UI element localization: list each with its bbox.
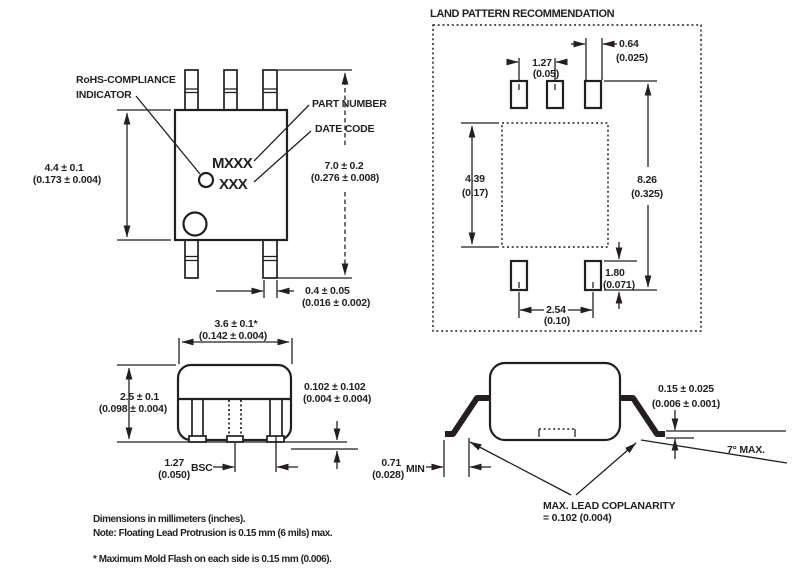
dim-body-height: 4.4 ± 0.1 (0.173 ± 0.004) xyxy=(33,109,171,241)
coplanarity-value: = 0.102 (0.004) xyxy=(543,512,612,524)
note-mold-flash: * Maximum Mold Flash on each side is 0.1… xyxy=(93,554,332,565)
package-top-view: MXXX XXX RoHS-COMPLIANCE INDICATOR PART … xyxy=(33,69,387,309)
dim-courtyard-height: 4.39 (0.17) xyxy=(461,122,499,248)
pad-top-3 xyxy=(583,79,603,110)
leader-line-part-number xyxy=(253,104,310,162)
dim-text-in: (0.006 ± 0.001) xyxy=(652,398,720,410)
dim-text-mm: 1.80 xyxy=(605,267,625,279)
dim-text-mm: 3.6 ± 0.1* xyxy=(215,318,259,330)
dim-pad-pitch: 1.27 (0.05) xyxy=(506,57,568,80)
dim-text-in: (0.004 ± 0.004) xyxy=(303,393,371,405)
dim-text-mm: 1.27 xyxy=(532,57,552,69)
dim-text-in: (0.325) xyxy=(631,188,663,200)
pin-bottom-2 xyxy=(262,237,278,279)
pin-shoulder-marks-bottom xyxy=(185,255,277,262)
dim-text-mm: 0.4 ± 0.05 xyxy=(305,285,350,297)
dim-text-in: (0.098 ± 0.004) xyxy=(99,403,167,415)
dim-text-in: (0.173 ± 0.004) xyxy=(33,174,101,186)
pin1-indicator-dot xyxy=(182,211,208,237)
pin-top-2 xyxy=(223,69,238,113)
dim-text-angle: 7° MAX. xyxy=(727,444,765,456)
dim-pad-height: 1.80 (0.071) xyxy=(603,242,637,309)
package-body-side xyxy=(488,361,622,442)
dim-text-mm: 0.15 ± 0.025 xyxy=(658,383,714,395)
dim-text-mm: 8.26 xyxy=(637,174,657,186)
package-outline-dashed xyxy=(501,122,609,248)
pad-top-2 xyxy=(545,79,565,110)
dim-text-mm: 0.102 ± 0.102 xyxy=(304,381,366,393)
dim-text-mm: 0.71 xyxy=(381,457,401,469)
dim-lead-thickness: 0.15 ± 0.025 (0.006 ± 0.001) xyxy=(652,383,786,459)
dim-text-mm: 2.54 xyxy=(546,304,566,316)
pad-bottom-1 xyxy=(509,259,529,292)
pad-bottom-2 xyxy=(583,259,603,292)
coplanarity-label: MAX. LEAD COPLANARITY xyxy=(543,500,675,512)
package-end-view: 3.6 ± 0.1* (0.142 ± 0.004) 2.5 ± 0.1 (0.… xyxy=(99,318,372,481)
dim-text-in: (0.142 ± 0.004) xyxy=(199,330,267,342)
dim-text-in: (0.05) xyxy=(533,68,559,80)
land-pattern-view: LAND PATTERN RECOMMENDATION 1.27 (0.05) xyxy=(430,8,702,332)
pin-top-1 xyxy=(184,69,199,113)
leader-line-date-code xyxy=(253,130,312,183)
dim-foot-length: 0.71 (0.028) MIN xyxy=(372,438,491,481)
dim-text-mm: 2.5 ± 0.1 xyxy=(120,391,159,403)
lead-foot-1 xyxy=(188,435,207,443)
dim-text-mm: 4.39 xyxy=(465,173,485,185)
gullwing-lead-right xyxy=(618,395,665,437)
leader-line xyxy=(575,442,637,496)
lead-foot-2 xyxy=(226,435,244,443)
dim-text-in: (0.025) xyxy=(616,52,648,64)
dim-text-in: (0.016 ± 0.002) xyxy=(302,297,370,309)
mold-mark-dashed xyxy=(538,428,576,437)
part-number-marking: MXXX xyxy=(212,155,253,172)
pin-top-3 xyxy=(262,69,278,113)
part-number-label: PART NUMBER xyxy=(312,98,387,110)
pad-top-1 xyxy=(509,79,529,110)
dim-text-in: (0.050) xyxy=(158,469,190,481)
coplanarity-callout: MAX. LEAD COPLANARITY = 0.102 (0.004) xyxy=(469,441,676,524)
dim-standoff: 0.102 ± 0.102 (0.004 ± 0.004) xyxy=(291,381,371,469)
leader-line-rohs xyxy=(135,95,201,175)
dim-foot-angle: 7° MAX. xyxy=(640,439,788,464)
land-pattern-title: LAND PATTERN RECOMMENDATION xyxy=(430,8,615,20)
rohs-compliance-label: RoHS-COMPLIANCE xyxy=(76,74,176,86)
dim-text-suffix: BSC xyxy=(191,462,213,474)
dim-pad-span: 2.54 (0.10) xyxy=(518,292,594,327)
dim-overall-height: 7.0 ± 0.2 (0.276 ± 0.008) xyxy=(277,69,379,279)
dim-pad-width: 0.64 (0.025) xyxy=(571,38,648,80)
rohs-indicator-dot xyxy=(197,171,215,189)
dim-text-in: (0.276 ± 0.008) xyxy=(311,172,379,184)
angle-line xyxy=(640,439,788,464)
note-lead-protrusion: Note: Floating Lead Protrusion is 0.15 m… xyxy=(93,528,333,539)
dim-text-in: (0.17) xyxy=(462,187,488,199)
dim-text-mm: 7.0 ± 0.2 xyxy=(325,160,364,172)
package-side-view: 0.15 ± 0.025 (0.006 ± 0.001) 7° MAX. 0.7… xyxy=(372,361,788,524)
dim-lead-width: 0.4 ± 0.05 (0.016 ± 0.002) xyxy=(216,280,370,309)
pin-bottom-1 xyxy=(184,237,199,279)
dim-text-mm: 1.27 xyxy=(164,457,184,469)
dim-text-in: (0.10) xyxy=(544,315,570,327)
gullwing-lead-left xyxy=(445,395,492,437)
dim-body-width: 3.6 ± 0.1* (0.142 ± 0.004) xyxy=(178,318,293,364)
drawing-notes: Dimensions in millimeters (inches). Note… xyxy=(93,514,333,565)
package-body-end xyxy=(176,363,293,442)
end-view-leads xyxy=(191,399,283,438)
dim-text-in: (0.071) xyxy=(603,279,635,291)
dim-text-suffix: MIN xyxy=(406,463,425,475)
dim-lead-pitch: 1.27 (0.050) BSC xyxy=(158,436,298,481)
rohs-indicator-label: INDICATOR xyxy=(76,89,132,101)
pad-center-ticks xyxy=(518,84,594,288)
dim-text-mm: 0.64 xyxy=(619,38,639,50)
dim-end-body-height: 2.5 ± 0.1 (0.098 ± 0.004) xyxy=(99,364,176,440)
package-body xyxy=(173,108,289,242)
date-code-marking: XXX xyxy=(219,176,248,193)
pin-shoulder-marks xyxy=(185,88,277,94)
note-units: Dimensions in millimeters (inches). xyxy=(93,514,246,525)
leader-line xyxy=(469,441,572,496)
dim-text-mm: 4.4 ± 0.1 xyxy=(45,162,84,174)
dim-text-in: (0.028) xyxy=(372,469,404,481)
dim-overall-pattern-height: 8.26 (0.325) xyxy=(604,80,663,291)
